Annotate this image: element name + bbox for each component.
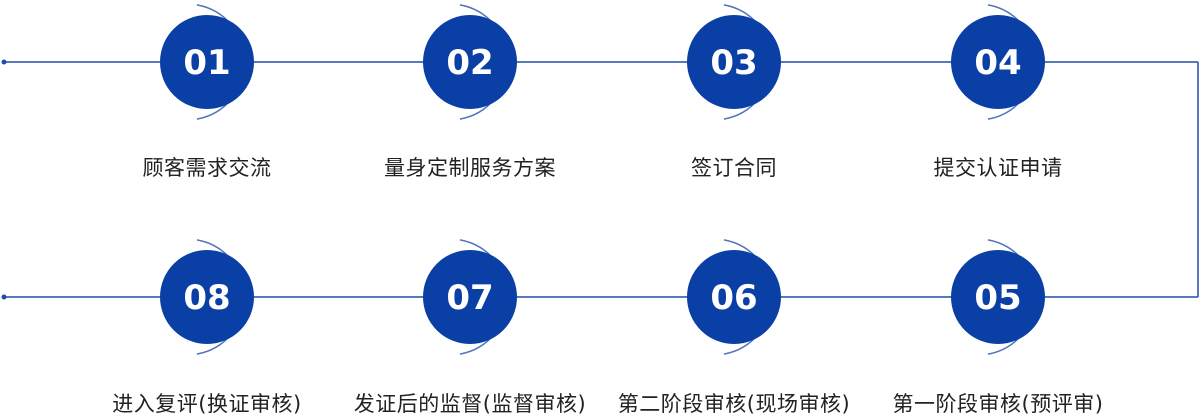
step-node-05: 05	[951, 239, 1045, 355]
step-node-04: 04	[951, 4, 1045, 120]
step-circle	[951, 250, 1045, 344]
end-dot	[1, 294, 7, 300]
step-number: 06	[710, 278, 757, 318]
step-circle	[160, 15, 254, 109]
step-number: 07	[446, 278, 493, 318]
step-circle	[423, 15, 517, 109]
step-number: 03	[710, 43, 757, 83]
step-circle	[951, 15, 1045, 109]
step-label-03: 签订合同	[691, 156, 777, 180]
step-node-02: 02	[423, 4, 517, 120]
step-node-08: 08	[160, 239, 254, 355]
step-label-07: 发证后的监督(监督审核)	[353, 392, 587, 416]
steps: 01 02 03 04 05 06 07 08	[160, 4, 1045, 355]
step-label-04: 提交认证申请	[933, 156, 1063, 180]
step-number: 02	[446, 43, 493, 83]
step-label-06: 第二阶段审核(现场审核)	[617, 392, 851, 416]
step-label-02: 量身定制服务方案	[384, 156, 556, 180]
step-node-01: 01	[160, 4, 254, 120]
step-number: 05	[974, 278, 1021, 318]
step-node-06: 06	[687, 239, 781, 355]
step-circle	[160, 250, 254, 344]
step-number: 08	[183, 278, 230, 318]
step-node-07: 07	[423, 239, 517, 355]
step-circle	[423, 250, 517, 344]
step-number: 01	[183, 43, 230, 83]
step-label-08: 进入复评(换证审核)	[112, 392, 302, 416]
step-number: 04	[974, 43, 1021, 83]
step-node-03: 03	[687, 4, 781, 120]
start-dot	[1, 59, 7, 65]
step-circle	[687, 250, 781, 344]
step-label-05: 第一阶段审核(预评审)	[892, 392, 1104, 416]
step-circle	[687, 15, 781, 109]
step-label-01: 顾客需求交流	[142, 156, 272, 180]
